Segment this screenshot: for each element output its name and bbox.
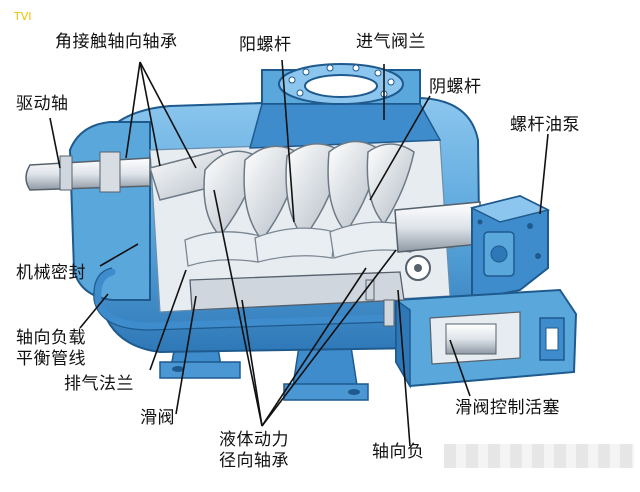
leader-female-rotor bbox=[369, 95, 431, 201]
leader-piston bbox=[449, 339, 471, 397]
label-hydrodynamic-radial-bearing: 液体动力 径向轴承 bbox=[219, 430, 289, 472]
slide-valve-piston-housing bbox=[395, 288, 578, 389]
leader-discharge bbox=[149, 269, 187, 371]
leader-drive-shaft bbox=[49, 117, 61, 169]
leader-bearing-1 bbox=[139, 61, 161, 167]
leader-male-rotor bbox=[281, 59, 295, 223]
leader-slide-valve bbox=[175, 295, 197, 415]
label-axial-load-balance-line: 轴向负载 平衡管线 bbox=[16, 328, 86, 370]
label-mechanical-seal: 机械密封 bbox=[16, 263, 86, 283]
leader-axial bbox=[397, 289, 411, 447]
leader-radial-3 bbox=[261, 267, 367, 427]
label-screw-oil-pump: 螺杆油泵 bbox=[510, 115, 580, 135]
watermark: TVI bbox=[14, 10, 32, 23]
leader-seal bbox=[99, 243, 139, 267]
leader-bearing-3 bbox=[125, 61, 141, 159]
leader-balance bbox=[79, 293, 109, 329]
label-female-rotor: 阴螺杆 bbox=[429, 77, 482, 97]
inlet-flange bbox=[249, 63, 442, 149]
leader-lines bbox=[49, 59, 549, 447]
balance-line-pipe bbox=[94, 268, 394, 330]
male-rotor bbox=[149, 140, 415, 242]
leader-radial-2 bbox=[241, 299, 263, 427]
leader-radial-1 bbox=[213, 189, 263, 427]
label-male-rotor: 阳螺杆 bbox=[239, 35, 292, 55]
blurred-region bbox=[444, 444, 634, 468]
label-axial-load: 轴向负 bbox=[372, 442, 425, 462]
balance-line-pipe-outline bbox=[93, 267, 391, 331]
label-slide-valve-piston: 滑阀控制活塞 bbox=[455, 398, 560, 418]
leader-radial-4 bbox=[261, 249, 397, 427]
label-inlet-flange: 进气阀兰 bbox=[356, 32, 426, 52]
leader-oil-pump bbox=[539, 133, 549, 215]
label-drive-shaft: 驱动轴 bbox=[16, 94, 69, 114]
drive-shaft bbox=[25, 151, 151, 193]
label-slide-valve: 滑阀 bbox=[140, 408, 175, 428]
screw-oil-pump bbox=[469, 194, 551, 302]
label-discharge-flange: 排气法兰 bbox=[64, 374, 134, 394]
slide-valve bbox=[189, 271, 405, 311]
leader-bearing-2 bbox=[139, 61, 197, 169]
label-angular-contact-bearing: 角接触轴向轴承 bbox=[55, 32, 178, 52]
